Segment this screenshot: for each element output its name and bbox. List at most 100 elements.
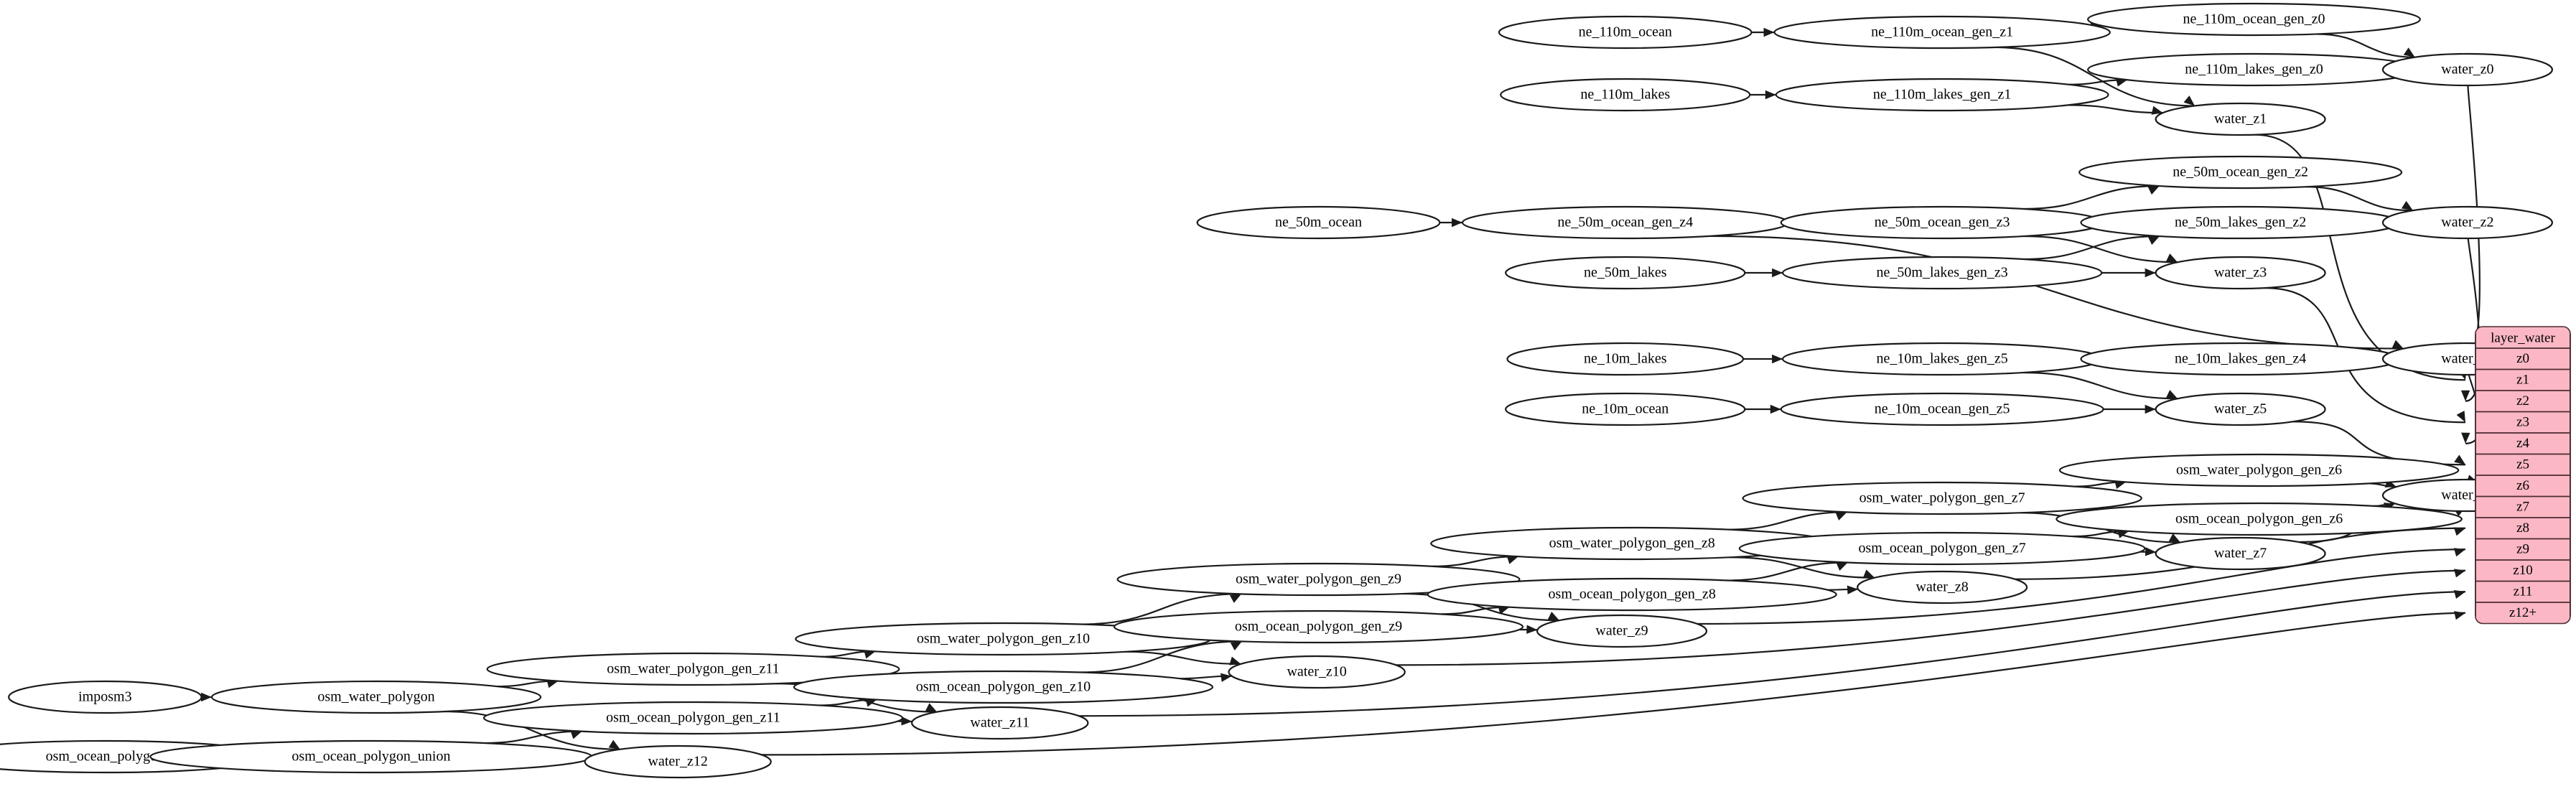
node-ne_50m_lakes_gen_z2[interactable]: ne_50m_lakes_gen_z2 (2080, 205, 2401, 240)
table-row-label: z4 (2516, 436, 2529, 451)
node-water_z12[interactable]: water_z12 (584, 744, 772, 779)
table-row-label: z12+ (2509, 605, 2537, 620)
arrowhead (2403, 47, 2415, 57)
node-shape (1780, 392, 2104, 426)
arrowhead (2183, 95, 2195, 106)
node-label: water_z9 (1595, 623, 1648, 639)
node-osm_ocean_polygon_gen_z6[interactable]: osm_ocean_polygon_gen_z6 (2055, 502, 2463, 536)
arrowhead (1498, 605, 1510, 615)
node-shape (1738, 531, 2146, 566)
node-osm_water_polygon_gen_z8[interactable]: osm_water_polygon_gen_z8 (1430, 526, 1834, 561)
node-osm_water_polygon_gen_z9[interactable]: osm_water_polygon_gen_z9 (1116, 562, 1521, 597)
edge-osm_ocean_polygon_gen_z10-to-osm_ocean_polygon_gen_z9 (1080, 640, 1242, 673)
node-ne_10m_ocean_gen_z5[interactable]: ne_10m_ocean_gen_z5 (1780, 392, 2104, 426)
edge-water_z10-to-layer_water-z10 (1396, 569, 2466, 666)
node-osm_water_polygon[interactable]: osm_water_polygon (210, 680, 542, 714)
table-row-label: z2 (2516, 393, 2529, 408)
table-row-label: z1 (2516, 373, 2529, 388)
node-water_z8[interactable]: water_z8 (1857, 570, 2028, 604)
node-ne_50m_ocean[interactable]: ne_50m_ocean (1196, 205, 1441, 240)
node-osm_ocean_polygon_gen_z10[interactable]: osm_ocean_polygon_gen_z10 (793, 670, 1214, 704)
node-ne_110m_lakes_gen_z0[interactable]: ne_110m_lakes_gen_z0 (2087, 52, 2421, 87)
node-osm_water_polygon_gen_z7[interactable]: osm_water_polygon_gen_z7 (1742, 481, 2142, 515)
node-imposm3[interactable]: imposm3 (8, 680, 202, 714)
node-label: ne_110m_lakes (1580, 87, 1670, 103)
table-row-label: z9 (2516, 542, 2529, 557)
edge-ne_50m_ocean_gen_z2-to-water_z2 (2305, 186, 2413, 212)
arrowhead (1772, 268, 1783, 278)
node-label: ne_10m_lakes_gen_z4 (2175, 351, 2306, 367)
node-shape (1228, 655, 1406, 689)
node-ne_50m_ocean_gen_z3[interactable]: ne_50m_ocean_gen_z3 (1780, 205, 2104, 240)
node-shape (1498, 15, 1753, 50)
node-osm_ocean_polygon_gen_z9[interactable]: osm_ocean_polygon_gen_z9 (1113, 610, 1524, 644)
node-water_z5[interactable]: water_z5 (2155, 392, 2326, 426)
node-ne_110m_ocean_gen_z0[interactable]: ne_110m_ocean_gen_z0 (2087, 2, 2421, 37)
node-water_z11[interactable]: water_z11 (911, 706, 1089, 740)
edge-ne_10m_lakes_gen_z5-to-water_z5 (2022, 371, 2178, 400)
node-ne_110m_ocean[interactable]: ne_110m_ocean (1498, 15, 1753, 50)
node-shape (2381, 205, 2554, 240)
arrowhead (1229, 656, 1241, 666)
arrowhead (1847, 585, 1859, 594)
node-shape (1773, 15, 2111, 50)
node-water_z0[interactable]: water_z0 (2381, 52, 2554, 87)
node-osm_ocean_polygon_gen_z11[interactable]: osm_ocean_polygon_gen_z11 (482, 701, 904, 735)
node-label: ne_50m_ocean_gen_z3 (1875, 215, 2010, 230)
node-ne_50m_ocean_gen_z4[interactable]: ne_50m_ocean_gen_z4 (1461, 205, 1789, 240)
node-water_z3[interactable]: water_z3 (2155, 256, 2326, 290)
node-water_z7[interactable]: water_z7 (2155, 536, 2326, 571)
node-ne_10m_lakes[interactable]: ne_10m_lakes (1506, 342, 1745, 376)
node-label: ne_110m_ocean (1579, 24, 1672, 40)
layer-water-table[interactable]: layer_waterz0z1z2z3z4z5z6z7z8z9z10z11z12… (2475, 326, 2571, 625)
arrowhead (1229, 594, 1242, 603)
node-label: ne_50m_lakes (1584, 265, 1667, 281)
node-ne_110m_ocean_gen_z1[interactable]: ne_110m_ocean_gen_z1 (1773, 15, 2111, 50)
node-shape (1113, 610, 1524, 644)
node-osm_water_polygon_gen_z6[interactable]: osm_water_polygon_gen_z6 (2058, 453, 2460, 487)
node-label: ne_110m_ocean_gen_z1 (1871, 24, 2013, 40)
edge-water_z9-to-layer_water-z9 (1697, 548, 2466, 625)
node-ne_50m_ocean_gen_z2[interactable]: ne_50m_ocean_gen_z2 (2078, 155, 2403, 190)
node-label: osm_ocean_polygon (46, 749, 165, 765)
node-water_z9[interactable]: water_z9 (1536, 614, 1708, 648)
node-label: osm_ocean_polygon_gen_z10 (916, 679, 1091, 695)
arrowhead (2453, 589, 2465, 599)
arrowhead (201, 692, 213, 702)
arrowhead (2453, 548, 2465, 557)
edge-osm_water_polygon_gen_z10-to-osm_water_polygon_gen_z9 (1081, 593, 1242, 625)
node-label: water_z11 (970, 715, 1030, 731)
edge-osm_water_polygon_gen_z8-to-osm_water_polygon_gen_z7 (1727, 511, 1847, 531)
node-water_z2[interactable]: water_z2 (2381, 205, 2554, 240)
table-row-label: z5 (2516, 457, 2529, 472)
arrowhead (2147, 186, 2160, 195)
node-osm_ocean_polygon_union[interactable]: osm_ocean_polygon_union (149, 739, 593, 774)
node-label: water_z2 (2441, 215, 2493, 230)
arrowhead (2391, 340, 2404, 349)
node-ne_10m_lakes_gen_z4[interactable]: ne_10m_lakes_gen_z4 (2080, 342, 2401, 376)
node-osm_water_polygon_gen_z10[interactable]: osm_water_polygon_gen_z10 (795, 622, 1212, 656)
node-label: water_z12 (648, 754, 708, 770)
table-row-label: z10 (2513, 563, 2532, 578)
arrowhead (1230, 641, 1242, 651)
node-water_z10[interactable]: water_z10 (1228, 655, 1406, 689)
arrowhead (864, 650, 876, 659)
node-shape (2058, 453, 2460, 487)
node-ne_50m_lakes[interactable]: ne_50m_lakes (1505, 256, 1746, 290)
node-osm_ocean_polygon_gen_z7[interactable]: osm_ocean_polygon_gen_z7 (1738, 531, 2146, 566)
node-shape (1775, 78, 2109, 112)
node-shape (2055, 502, 2463, 536)
node-ne_110m_lakes_gen_z1[interactable]: ne_110m_lakes_gen_z1 (1775, 78, 2109, 112)
node-ne_10m_ocean[interactable]: ne_10m_ocean (1505, 392, 1746, 426)
node-shape (1742, 481, 2142, 515)
node-osm_ocean_polygon_gen_z8[interactable]: osm_ocean_polygon_gen_z8 (1427, 577, 1837, 612)
node-osm_water_polygon_gen_z11[interactable]: osm_water_polygon_gen_z11 (486, 652, 900, 686)
node-ne_50m_lakes_gen_z3[interactable]: ne_50m_lakes_gen_z3 (1781, 256, 2103, 290)
node-ne_10m_lakes_gen_z5[interactable]: ne_10m_lakes_gen_z5 (1781, 342, 2103, 376)
arrowhead (2145, 268, 2156, 278)
node-ne_110m_lakes[interactable]: ne_110m_lakes (1500, 78, 1751, 112)
node-water_z1[interactable]: water_z1 (2155, 102, 2326, 136)
node-shape (1505, 256, 1746, 290)
node-label: osm_ocean_polygon_union (291, 749, 450, 765)
